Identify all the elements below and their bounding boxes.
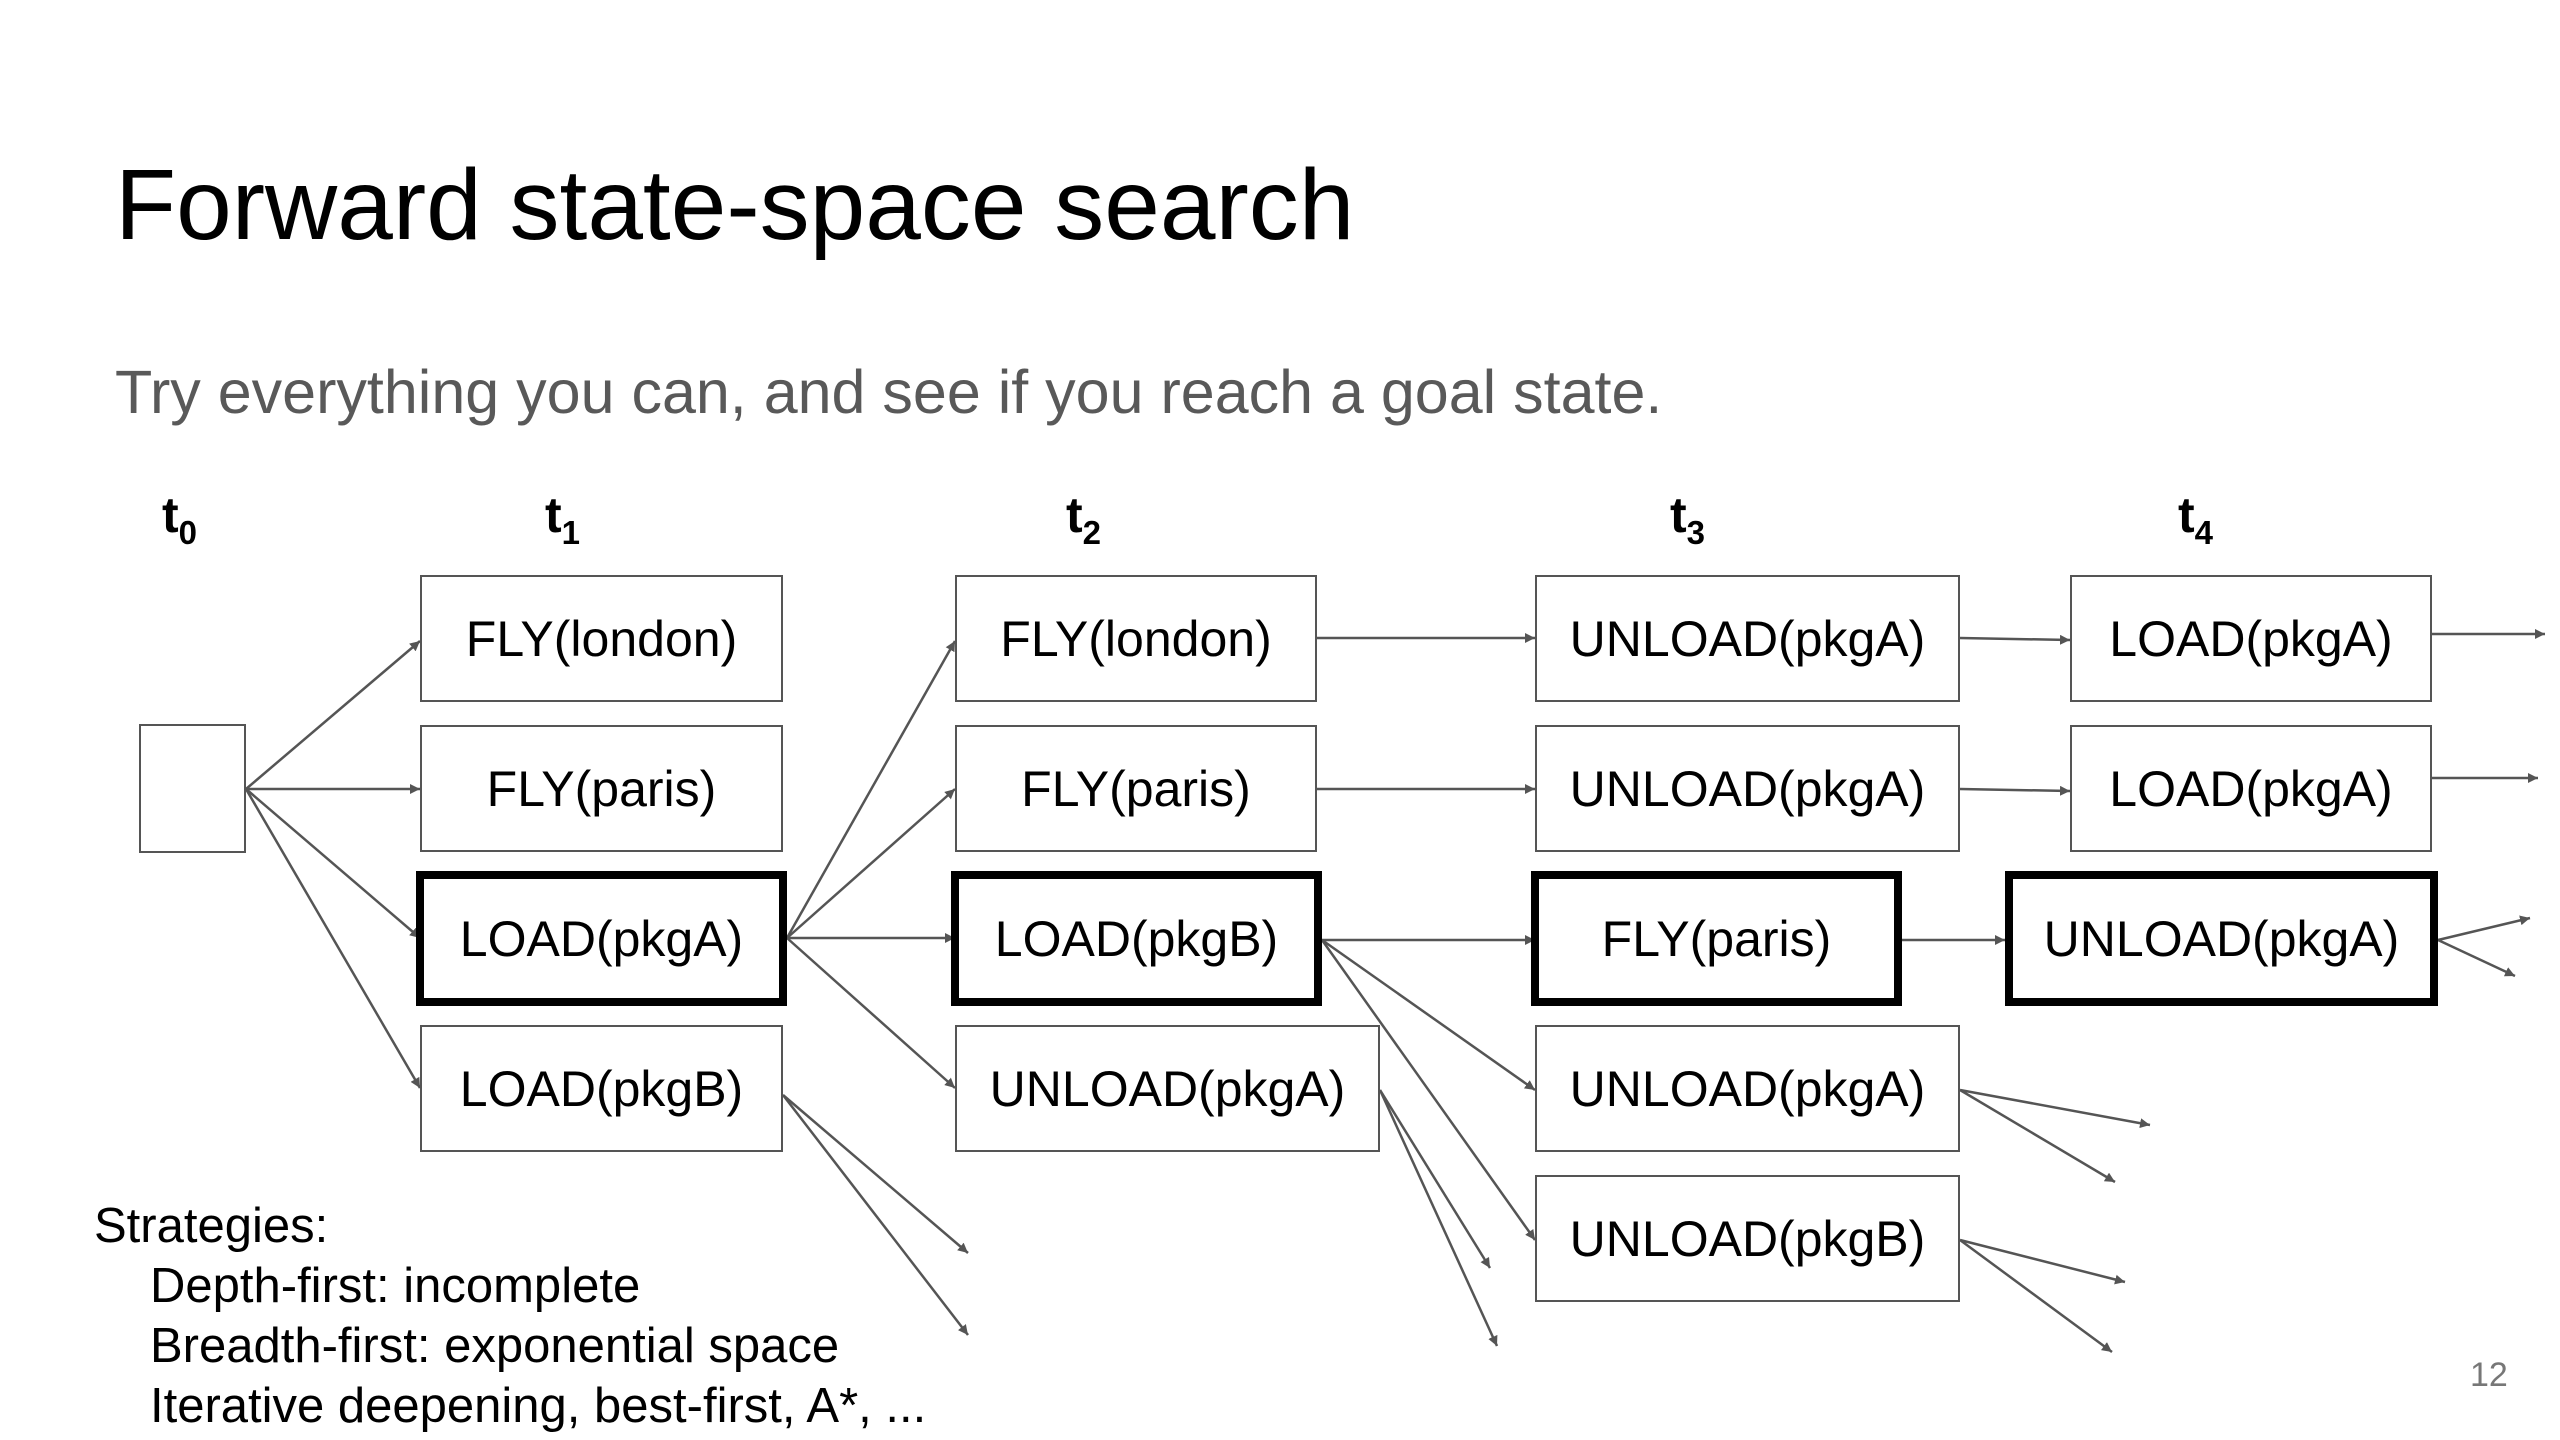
time-label-letter: t [2178,487,2195,543]
strategy-item: Iterative deepening, best-first, A*, ... [150,1379,927,1433]
time-label-subscript: 3 [1686,514,1706,551]
time-label-subscript: 2 [1082,514,1102,551]
edge [244,788,422,1089]
edge [245,640,421,790]
edge [1320,939,1537,1241]
node-t1-fly-paris: FLY(paris) [420,725,783,852]
time-label-letter: t [162,487,179,543]
time-label-t4: t4 [2178,490,2213,549]
edge [1959,1088,2116,1184]
edge [786,788,956,939]
node-t3-unload-pkga-2: UNLOAD(pkgA) [1535,725,1960,852]
slide-page-number: 12 [2470,1356,2508,1394]
edge [2437,915,2531,942]
node-t4-load-pkga: LOAD(pkgA) [2070,575,2432,702]
strategies-list: Strategies: Depth-first: incomplete Brea… [94,1196,926,1436]
time-label-t3: t3 [1670,490,1705,549]
edge [1959,1088,2151,1129]
time-label-t2: t2 [1066,490,1101,549]
edge [1378,1089,1499,1347]
strategy-item: Breadth-first: exponential space [150,1319,840,1373]
time-label-t0: t0 [162,490,197,549]
node-t2-fly-london: FLY(london) [955,575,1317,702]
node-t1-load-pkga: LOAD(pkgA) [416,871,787,1006]
strategies-heading: Strategies: [94,1199,329,1253]
strategy-item: Depth-first: incomplete [150,1259,641,1313]
edge [782,1094,969,1254]
node-t2-unload-pkga: UNLOAD(pkgA) [955,1025,1380,1152]
edge [1959,785,2071,796]
node-t2-fly-paris: FLY(paris) [955,725,1317,852]
time-label-letter: t [1670,487,1687,543]
time-label-subscript: 0 [178,514,198,551]
node-t3-fly-paris: FLY(paris) [1531,871,1902,1006]
node-t3-unload-pkgb: UNLOAD(pkgB) [1535,1175,1960,1302]
edge [1321,938,1536,1092]
time-label-letter: t [1066,487,1083,543]
edge [785,640,957,939]
edge [245,788,421,939]
node-t1-fly-london: FLY(london) [420,575,783,702]
edge [2437,938,2516,978]
slide-subtitle: Try everything you can, and see if you r… [115,358,1663,426]
edge [1959,1238,2113,1354]
time-label-letter: t [545,487,562,543]
time-label-t1: t1 [545,490,580,549]
edge [1959,1238,2126,1285]
node-t1-load-pkgb: LOAD(pkgB) [420,1025,783,1152]
edge [1959,634,2071,645]
edge [1378,1089,1492,1269]
edge [786,937,956,1089]
start-state-node [139,724,246,853]
time-label-subscript: 4 [2194,514,2214,551]
slide-title: Forward state-space search [115,149,1355,261]
edge [782,1094,969,1336]
node-t3-unload-pkga-3: UNLOAD(pkgA) [1535,1025,1960,1152]
node-t4-unload-pkga: UNLOAD(pkgA) [2005,871,2438,1006]
time-label-subscript: 1 [561,514,581,551]
node-t4-load-pkga-2: LOAD(pkgA) [2070,725,2432,852]
node-t2-load-pkgb: LOAD(pkgB) [951,871,1322,1006]
node-t3-unload-pkga: UNLOAD(pkgA) [1535,575,1960,702]
